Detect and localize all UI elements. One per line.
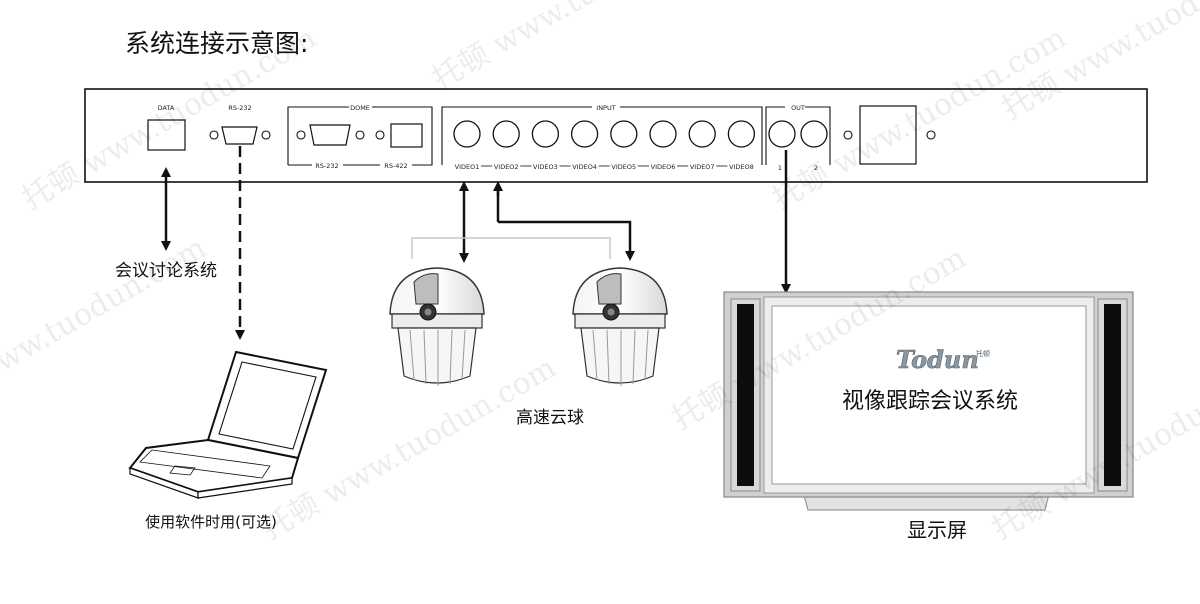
screen-logo: Todun — [896, 345, 979, 374]
input-label: VIDEO3 — [533, 163, 558, 171]
bnc-input-jack — [532, 121, 558, 147]
svg-text:RS-232: RS-232 — [315, 162, 338, 170]
speed-dome-label: 高速云球 — [516, 408, 584, 428]
laptop-icon — [130, 352, 326, 498]
dome-control-lines — [412, 238, 610, 259]
watermark-text: 托顿 www.tuodun.com — [0, 230, 212, 427]
bnc-input-jack — [611, 121, 637, 147]
watermark-text: 托顿 www.tuodun.com — [427, 0, 733, 97]
svg-text:INPUT: INPUT — [596, 104, 615, 112]
input-label: VIDEO4 — [572, 163, 597, 171]
input-label: VIDEO5 — [611, 163, 636, 171]
input-label: VIDEO1 — [455, 163, 480, 171]
screen-logo-small: 托顿 — [976, 349, 990, 358]
display-label: 显示屏 — [907, 518, 967, 542]
bnc-input-jack — [689, 121, 715, 147]
speed-dome-camera-2 — [573, 268, 667, 386]
bnc-input-jack — [493, 121, 519, 147]
input-label: VIDEO2 — [494, 163, 519, 171]
input-label: VIDEO6 — [651, 163, 676, 171]
svg-text:RS-422: RS-422 — [384, 162, 407, 170]
input-label: VIDEO8 — [729, 163, 754, 171]
bnc-input-jack — [650, 121, 676, 147]
bnc-input-jack — [454, 121, 480, 147]
rack-device-panel: DATA RS-232 DOME RS-232 RS-422 INPUT VI — [85, 89, 1147, 182]
svg-text:OUT: OUT — [791, 104, 805, 112]
svg-text:RS-232: RS-232 — [228, 104, 251, 112]
svg-text:DOME: DOME — [350, 104, 370, 112]
speed-dome-camera-1 — [390, 268, 484, 386]
svg-text:1: 1 — [778, 164, 782, 172]
bnc-input-jack — [572, 121, 598, 147]
input-label: VIDEO7 — [690, 163, 715, 171]
bnc-input-jack — [728, 121, 754, 147]
screen-text: 视像跟踪会议系统 — [842, 389, 1018, 414]
